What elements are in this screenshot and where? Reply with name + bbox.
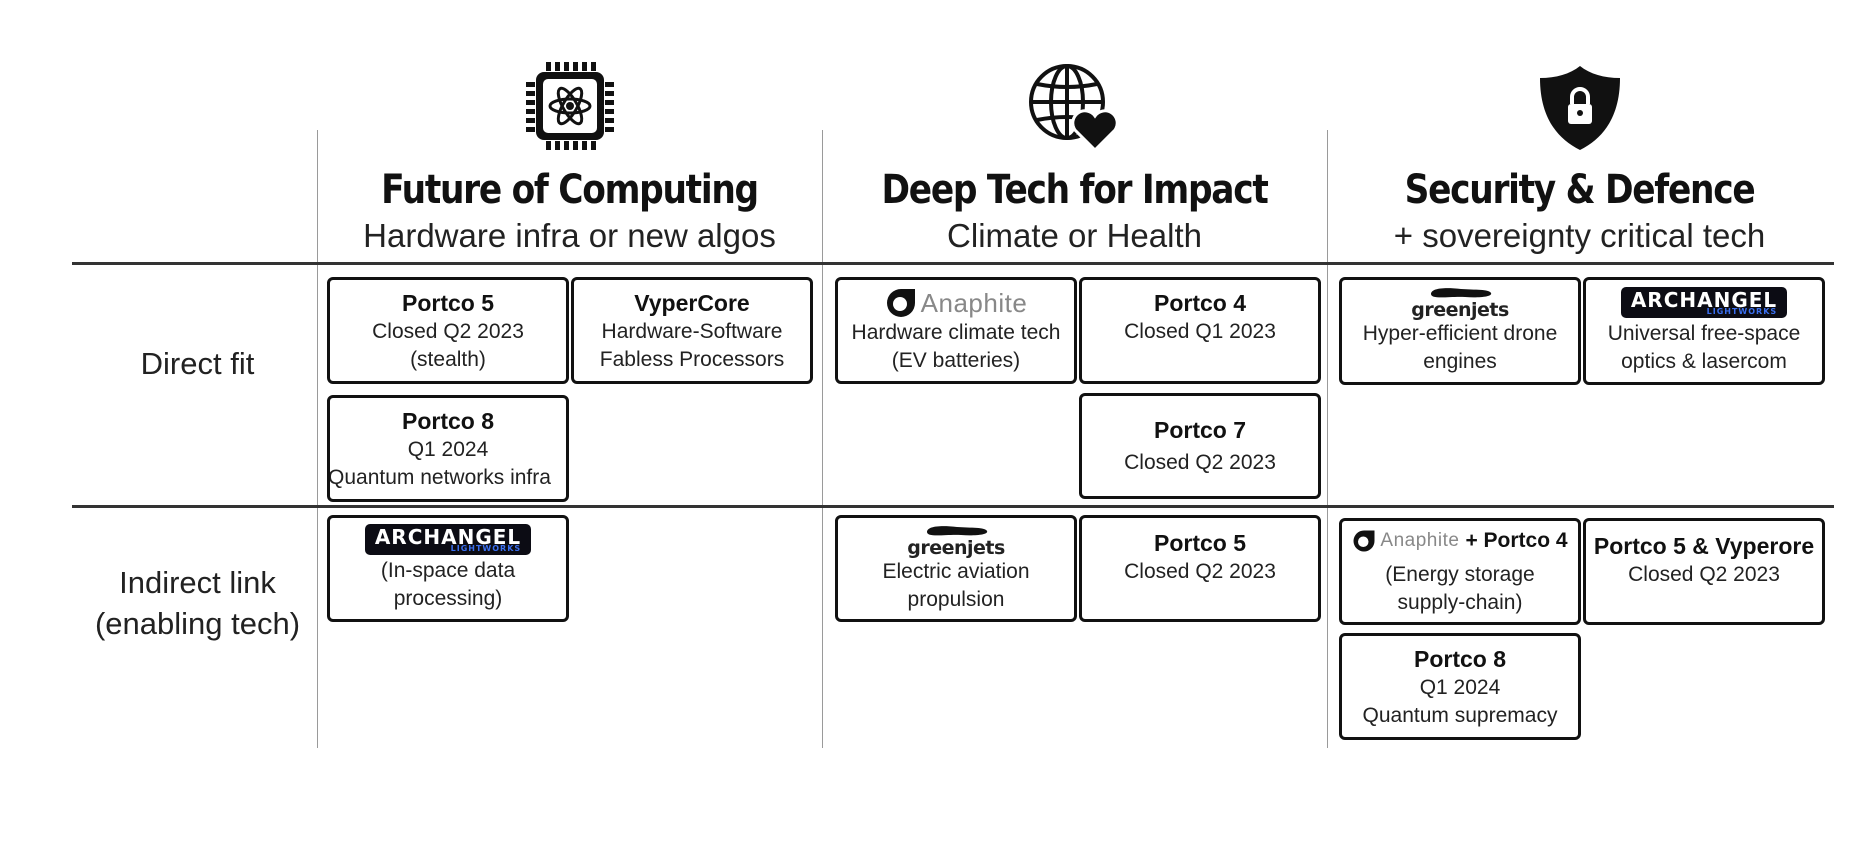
card-title: VyperCore bbox=[634, 289, 750, 316]
greenjets-logo-text: greenjets bbox=[907, 536, 1005, 559]
row-divider bbox=[72, 505, 1834, 508]
column-divider bbox=[822, 130, 823, 748]
row-label-text: Direct fit bbox=[140, 346, 255, 381]
card-line: Hyper-efficient drone bbox=[1362, 322, 1558, 345]
card-line: optics & lasercom bbox=[1621, 349, 1787, 373]
greenjets-logo: greenjets bbox=[907, 524, 1005, 558]
column-header-impact: Deep Tech for Impact Climate or Health bbox=[822, 52, 1327, 258]
portfolio-card: Anaphite Hardware climate tech (EV batte… bbox=[835, 277, 1077, 384]
anaphite-logo-text: Anaphite bbox=[1380, 529, 1460, 551]
column-divider bbox=[317, 130, 318, 748]
column-subtitle: + sovereignty critical tech bbox=[1393, 217, 1766, 254]
card-line: Universal free-space bbox=[1607, 321, 1801, 345]
portfolio-card: Anaphite + Portco 4 (Energy storage supp… bbox=[1339, 518, 1581, 625]
card-line: Q1 2024 bbox=[407, 437, 489, 461]
portfolio-card: Portco 7 Closed Q2 2023 bbox=[1079, 393, 1321, 499]
portfolio-card: VyperCore Hardware-Software Fabless Proc… bbox=[571, 277, 813, 384]
card-title: Portco 5 bbox=[1153, 530, 1247, 556]
card-line: engines bbox=[1423, 350, 1497, 373]
portfolio-card: Portco 5 Closed Q2 2023 bbox=[1079, 515, 1321, 622]
card-title: Portco 8 bbox=[401, 407, 495, 434]
card-line: supply-chain) bbox=[1397, 590, 1523, 614]
card-title: Portco 5 bbox=[401, 289, 495, 316]
card-line: Quantum networks infra bbox=[328, 465, 551, 489]
card-line: Fabless Processors bbox=[599, 347, 785, 371]
column-title: Deep Tech for Impact bbox=[881, 167, 1269, 213]
archangel-logo-text: ARCHANGEL bbox=[1630, 287, 1778, 312]
card-line: Hardware-Software bbox=[601, 319, 783, 343]
card-line: propulsion bbox=[907, 587, 1005, 611]
greenjets-logo-text: greenjets bbox=[1411, 299, 1509, 321]
card-line: Closed Q2 2023 bbox=[1124, 451, 1276, 474]
column-subtitle: Climate or Health bbox=[947, 217, 1202, 254]
card-line: Hardware climate tech bbox=[851, 320, 1061, 344]
globe-heart-icon bbox=[1028, 64, 1119, 152]
row-label-text: (enabling tech) bbox=[94, 606, 301, 641]
anaphite-logo: Anaphite bbox=[885, 287, 1028, 319]
portfolio-card: Portco 8 Q1 2024 Quantum supremacy bbox=[1339, 633, 1581, 740]
column-divider bbox=[1327, 130, 1328, 748]
row-divider bbox=[72, 262, 1834, 265]
column-subtitle: Hardware infra or new algos bbox=[363, 217, 776, 254]
card-line: (EV batteries) bbox=[891, 348, 1021, 372]
column-title: Security & Defence bbox=[1404, 167, 1756, 213]
processor-chip-icon bbox=[525, 62, 614, 150]
column-header-computing: Future of Computing Hardware infra or ne… bbox=[317, 52, 822, 258]
card-title: Portco 8 bbox=[1413, 645, 1507, 672]
anaphite-logo: Anaphite bbox=[1352, 527, 1459, 555]
row-label-direct-fit: Direct fit bbox=[75, 343, 320, 384]
portfolio-card: greenjets Electric aviation propulsion bbox=[835, 515, 1077, 622]
card-line: Quantum supremacy bbox=[1362, 703, 1558, 727]
card-line: processing) bbox=[393, 587, 503, 610]
archangel-logo-subtext: LIGHTWORKS bbox=[1706, 306, 1778, 316]
card-line: (Energy storage bbox=[1385, 562, 1535, 586]
portfolio-card: Portco 8 Q1 2024 Quantum networks infra bbox=[327, 395, 569, 502]
card-line: Q1 2024 bbox=[1419, 675, 1501, 699]
card-line: Closed Q2 2023 bbox=[372, 319, 524, 343]
card-title: Portco 5 & Vyperore bbox=[1593, 533, 1815, 559]
row-label-indirect-link: Indirect link (enabling tech) bbox=[75, 562, 320, 644]
card-line: Electric aviation bbox=[882, 559, 1030, 583]
card-line: Closed Q2 2023 bbox=[1124, 560, 1276, 583]
card-line: (stealth) bbox=[410, 347, 486, 371]
shield-lock-icon bbox=[1539, 66, 1620, 150]
archangel-logo-text: ARCHANGEL bbox=[374, 525, 522, 549]
card-title: Portco 7 bbox=[1153, 417, 1247, 443]
portfolio-card: Portco 4 Closed Q1 2023 bbox=[1079, 277, 1321, 384]
row-label-text: Indirect link bbox=[119, 565, 276, 600]
column-header-security: Security & Defence + sovereignty critica… bbox=[1327, 52, 1832, 258]
archangel-logo-subtext: LIGHTWORKS bbox=[450, 544, 522, 553]
portfolio-card: Portco 5 Closed Q2 2023 (stealth) bbox=[327, 277, 569, 384]
portfolio-card: Portco 5 & Vyperore Closed Q2 2023 bbox=[1583, 518, 1825, 625]
greenjets-logo: greenjets bbox=[1411, 286, 1509, 320]
archangel-logo: ARCHANGEL LIGHTWORKS bbox=[364, 524, 532, 555]
archangel-logo: ARCHANGEL LIGHTWORKS bbox=[1620, 286, 1788, 318]
portfolio-card: greenjets Hyper-efficient drone engines bbox=[1339, 277, 1581, 385]
column-title: Future of Computing bbox=[381, 167, 759, 213]
card-title: Portco 4 bbox=[1153, 290, 1247, 316]
portfolio-card: ARCHANGEL LIGHTWORKS Universal free-spac… bbox=[1583, 277, 1825, 385]
card-line: Closed Q1 2023 bbox=[1124, 320, 1276, 343]
card-line: Closed Q2 2023 bbox=[1628, 563, 1780, 586]
anaphite-logo-text: Anaphite bbox=[920, 287, 1028, 318]
card-title: + Portco 4 bbox=[1465, 528, 1568, 552]
portfolio-card: ARCHANGEL LIGHTWORKS (In-space data proc… bbox=[327, 515, 569, 622]
card-line: (In-space data bbox=[380, 559, 516, 582]
